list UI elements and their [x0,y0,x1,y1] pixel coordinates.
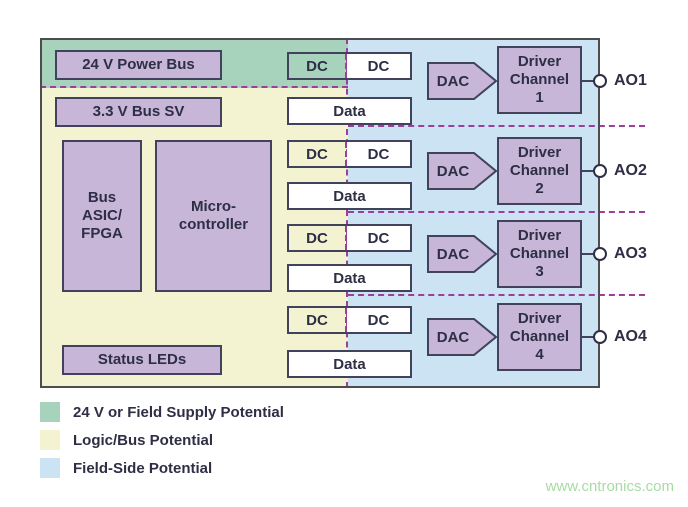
dac-arrow-shape-1 [427,62,497,100]
output-label-ao1: AO1 [614,72,647,89]
output-connector-3 [582,253,594,255]
driver-channel-4-block: Driver Channel 4 [497,303,582,371]
galvanic-isolation-barrier-line [346,38,348,388]
bus-supply-block: 3.3 V Bus SV [55,97,222,127]
dc-primary-label-4: DC [289,308,347,332]
channel-isolation-line-1 [348,125,645,127]
dac-label-3: DAC [436,245,470,263]
dcdc-converter-2: DC DC [287,140,412,168]
legend-swatch-field-side [40,458,60,478]
dc-primary-label-3: DC [289,226,347,250]
module-outline [40,38,600,388]
legend-label-logic-bus: Logic/Bus Potential [73,431,214,449]
data-isolator-1: Data [287,97,412,125]
dc-secondary-label-2: DC [347,142,410,166]
microcontroller-block: Micro- controller [155,140,272,292]
dc-secondary-label-1: DC [347,54,410,78]
dac-arrow-shape-3 [427,235,497,273]
output-terminal-2 [593,164,607,178]
output-terminal-4 [593,330,607,344]
output-connector-2 [582,170,594,172]
supply-isolation-line [40,86,348,88]
dcdc-converter-3: DC DC [287,224,412,252]
dc-secondary-label-4: DC [347,308,410,332]
legend-swatch-logic-bus [40,430,60,450]
driver-channel-1-block: Driver Channel 1 [497,46,582,114]
channel-isolation-line-3 [348,294,645,296]
output-terminal-3 [593,247,607,261]
channel-isolation-line-2 [348,211,645,213]
output-connector-4 [582,336,594,338]
dac-block-4: DAC [427,318,497,356]
dac-arrow-shape-2 [427,152,497,190]
driver-channel-3-block: Driver Channel 3 [497,220,582,288]
legend-item-field-supply: 24 V or Field Supply Potential [40,402,284,422]
driver-channel-2-block: Driver Channel 2 [497,137,582,205]
legend-item-field-side: Field-Side Potential [40,458,212,478]
output-connector-1 [582,80,594,82]
dcdc-converter-1: DC DC [287,52,412,80]
legend-item-logic-bus: Logic/Bus Potential [40,430,213,450]
power-bus-block: 24 V Power Bus [55,50,222,80]
watermark-text: www.cntronics.com [545,478,674,495]
data-isolator-4: Data [287,350,412,378]
dac-label-4: DAC [436,328,470,346]
output-label-ao3: AO3 [614,245,647,262]
output-label-ao2: AO2 [614,162,647,179]
legend-swatch-field-supply [40,402,60,422]
dac-block-3: DAC [427,235,497,273]
output-label-ao4: AO4 [614,328,647,345]
dc-primary-label-2: DC [289,142,347,166]
status-leds-block: Status LEDs [62,345,222,375]
data-isolator-2: Data [287,182,412,210]
dac-label-1: DAC [436,72,470,90]
dcdc-converter-4: DC DC [287,306,412,334]
output-terminal-1 [593,74,607,88]
legend-label-field-side: Field-Side Potential [73,459,213,477]
legend-label-field-supply: 24 V or Field Supply Potential [73,403,284,421]
dac-block-2: DAC [427,152,497,190]
bus-asic-fpga-block: Bus ASIC/ FPGA [62,140,142,292]
dc-primary-label-1: DC [289,54,347,78]
data-isolator-3: Data [287,264,412,292]
dc-secondary-label-3: DC [347,226,410,250]
dac-arrow-shape-4 [427,318,497,356]
dac-label-2: DAC [436,162,470,180]
dac-block-1: DAC [427,62,497,100]
